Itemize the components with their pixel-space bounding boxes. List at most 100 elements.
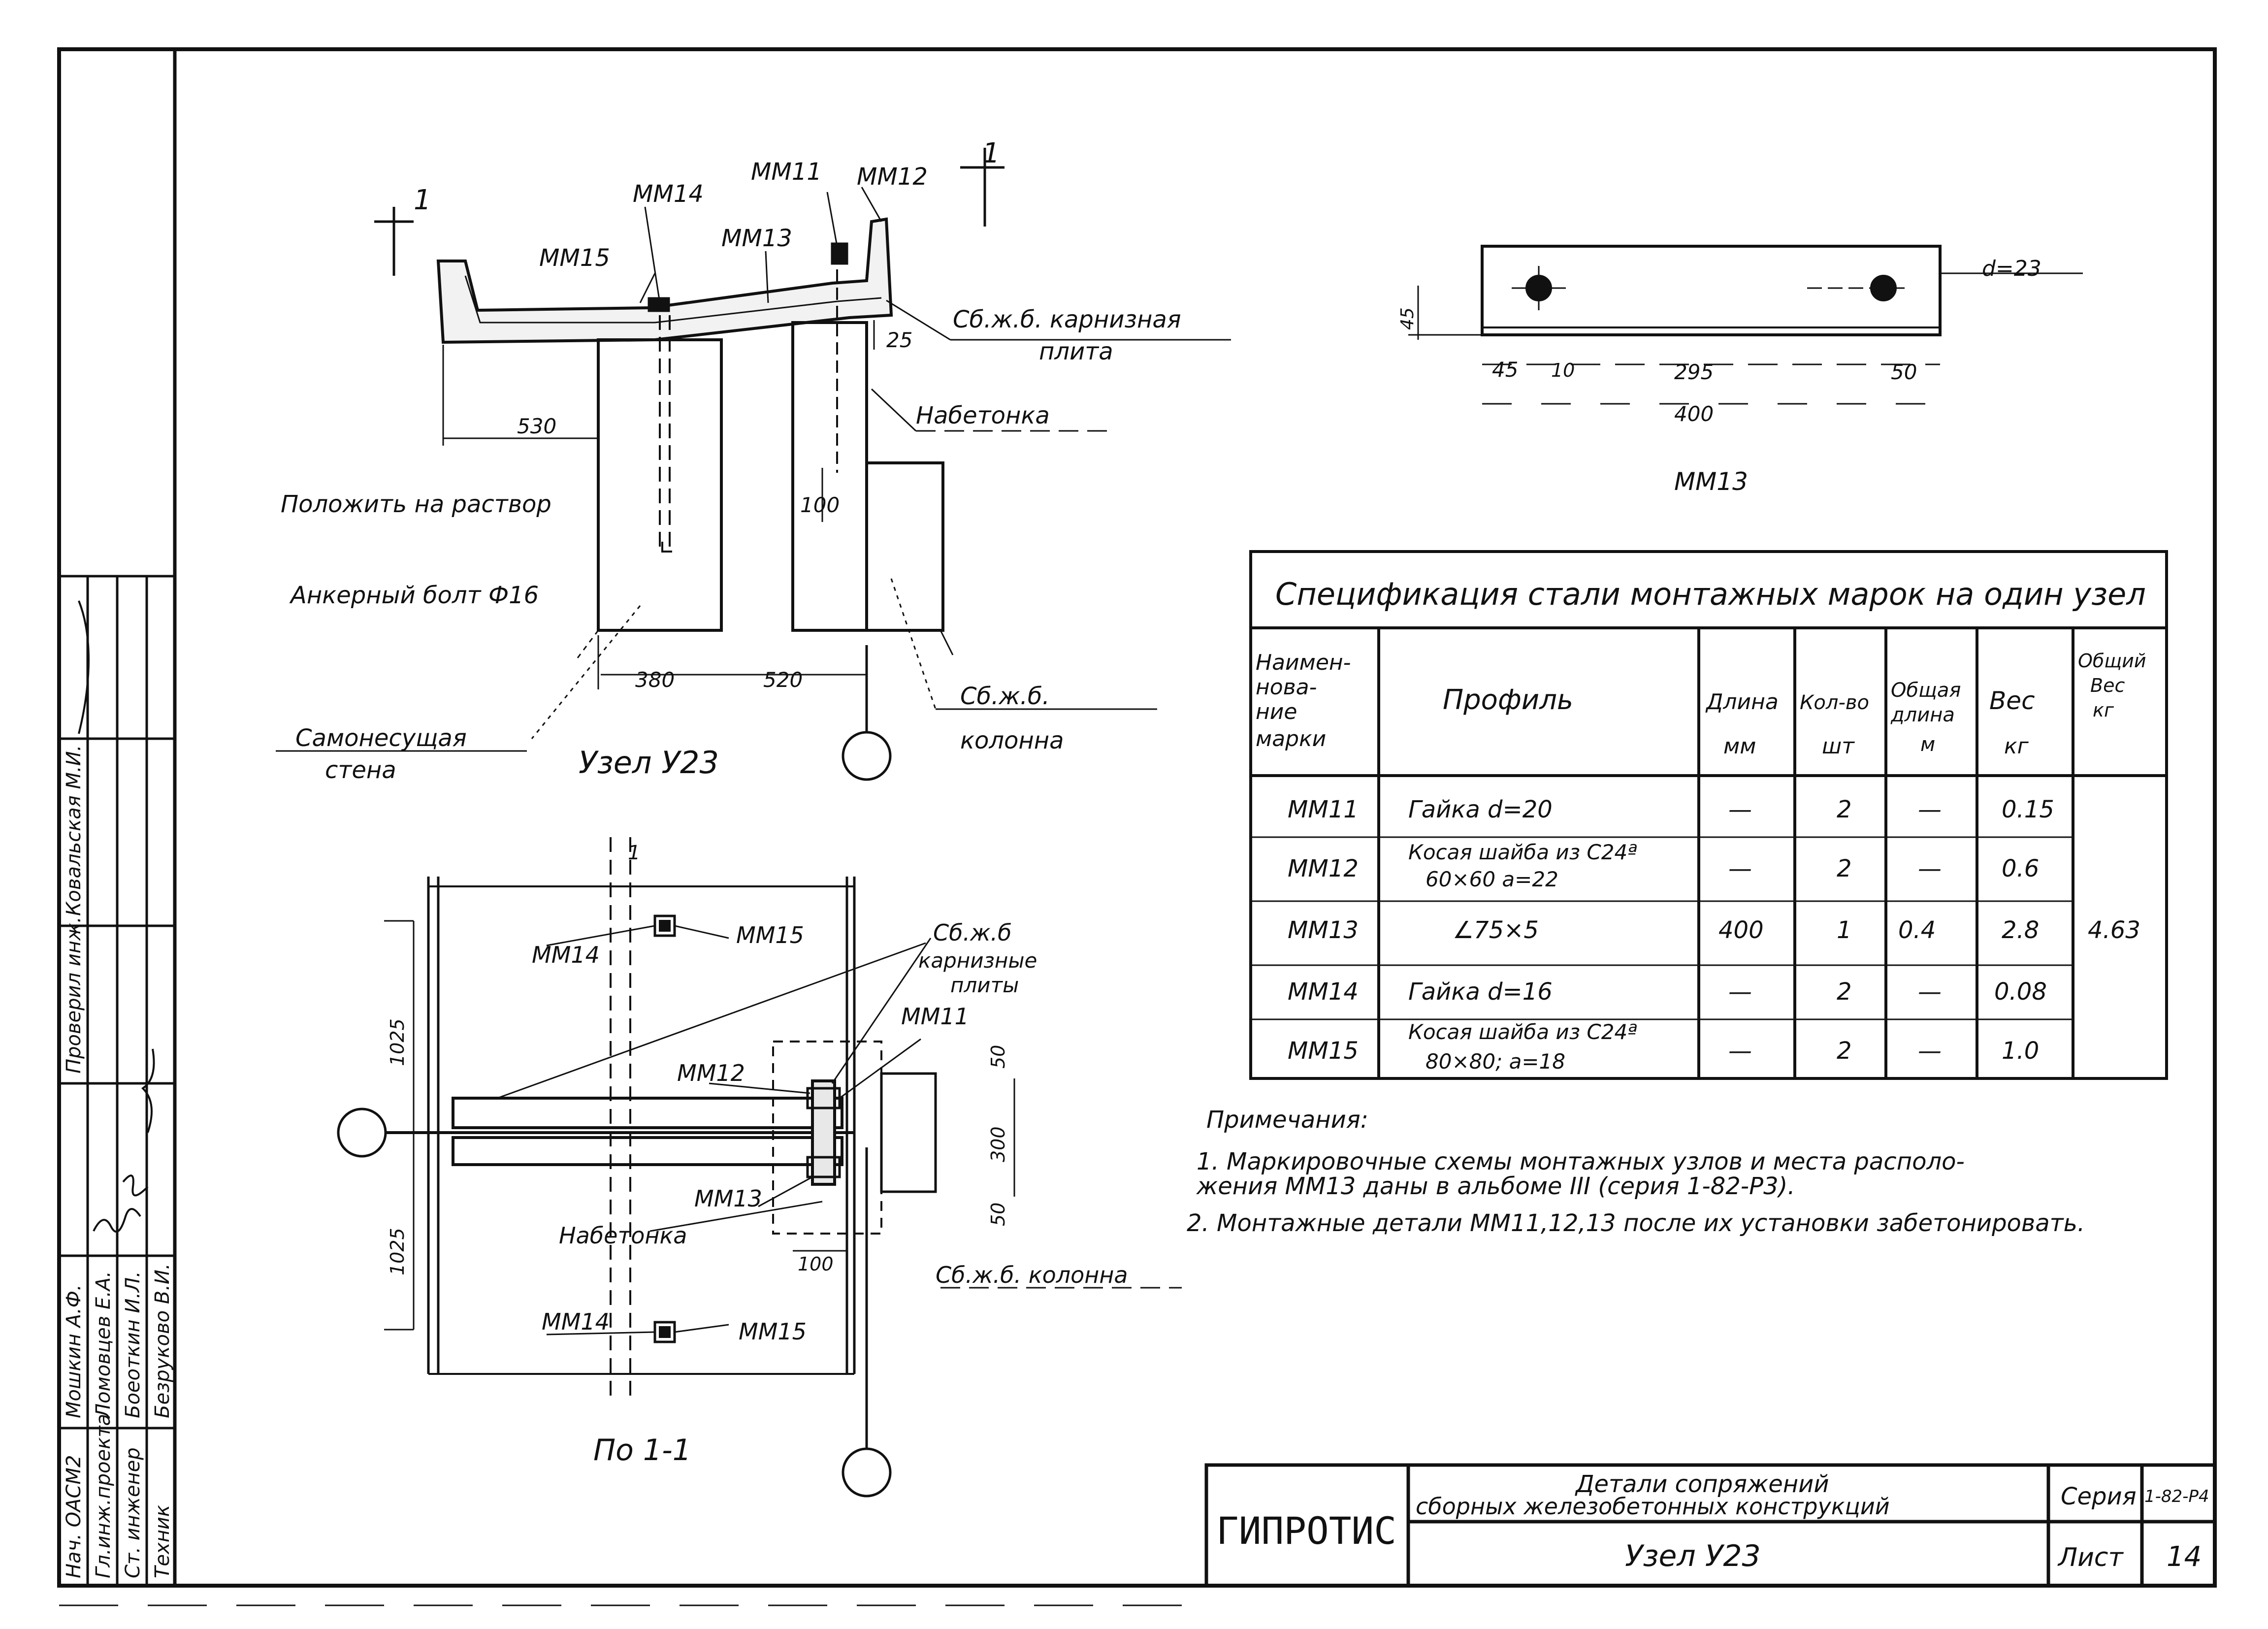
role-3: Ст. инженер	[122, 1447, 144, 1578]
detail-mm13	[1408, 245, 2083, 405]
row4-profile: Гайка d=16	[1408, 978, 1553, 1006]
plan-label-column: Сб.ж.б. колонна	[936, 1262, 1128, 1288]
row4-length: —	[1728, 978, 1752, 1006]
name-1: Мошкин А.Ф.	[63, 1284, 85, 1418]
stamp-series-value: 1-82-Р4	[2144, 1487, 2209, 1506]
spec-title: Спецификация стали монтажных марок на од…	[1275, 576, 2146, 612]
note-line-1: 1. Маркировочные схемы монтажных узлов и…	[1197, 1148, 1965, 1175]
hdr-mark-3: ние	[1256, 699, 1297, 724]
plan-mark-mm11: ММ11	[901, 1003, 969, 1030]
elev-mark-mm13: ММ13	[721, 225, 792, 252]
stamp-node: Узел У23	[1625, 1539, 1761, 1573]
detail-a45: 45	[1492, 358, 1518, 382]
hdr-total-1: Общая	[1891, 679, 1961, 702]
row3-total-len: 0.4	[1898, 916, 1936, 944]
row4-total-len: —	[1918, 978, 1942, 1006]
row5-weight: 1.0	[2002, 1037, 2039, 1065]
stamp-sheet-label: Лист	[2057, 1543, 2124, 1572]
note-line-3: 2. Монтажные детали ММ11,12,13 после их …	[1187, 1209, 2085, 1237]
row4-weight: 0.08	[1994, 978, 2047, 1006]
plan-mark-mm15-top: ММ15	[736, 922, 804, 948]
hdr-totalw-3: кг	[2093, 699, 2114, 721]
spec-headers: Наимен- нова- ние марки Профиль Длина мм…	[1256, 650, 2146, 759]
hdr-totalw-1: Общий	[2078, 650, 2146, 672]
row2-total-len: —	[1918, 855, 1942, 882]
detail-d-label: d=23	[1982, 256, 2041, 281]
plan-cut-marker: 1	[628, 842, 640, 864]
plan-label-slabs: Сб.ж.б	[933, 919, 1012, 946]
handwritten-signatures	[78, 600, 155, 1233]
elev-mark-mm15: ММ15	[539, 244, 610, 272]
row3-length: 400	[1718, 916, 1764, 944]
checked-label: Проверил инж.	[63, 916, 85, 1074]
detail-title: ММ13	[1674, 467, 1748, 496]
row5-profile-2: 80×80; a=18	[1426, 1049, 1565, 1074]
label-concrete-topping: Набетонка	[916, 402, 1050, 429]
elev-mark-mm12: ММ12	[857, 163, 928, 191]
elev-dim-520: 520	[763, 668, 803, 692]
hdr-total-2: длина	[1890, 704, 1955, 726]
sheet-frame	[57, 47, 2217, 1588]
plan-dim-100: 100	[798, 1253, 834, 1275]
plan-mark-mm14-top: ММ14	[532, 942, 600, 968]
plan-label-concrete: Набетонка	[559, 1222, 687, 1249]
plan-dim-50-bot: 50	[987, 1203, 1009, 1226]
plan-label-slabs-3: плиты	[950, 973, 1019, 997]
hdr-length-1: Длина	[1705, 689, 1779, 715]
name-2: Ломовцев Е.А.	[92, 1271, 115, 1419]
row2-mark: ММ12	[1288, 855, 1359, 882]
name-4: Безруково В.И.	[151, 1263, 174, 1418]
hdr-totalw-2: Вес	[2090, 675, 2125, 696]
row1-total-len: —	[1918, 796, 1942, 823]
label-mortar: Положить на раствор	[281, 490, 551, 518]
role-1: Нач. ОАСМ2	[63, 1455, 85, 1578]
label-wall: Самонесущая	[295, 724, 467, 752]
elevation-view	[276, 148, 1231, 781]
row1-length: —	[1728, 796, 1752, 823]
detail-a400: 400	[1674, 402, 1714, 426]
hdr-qty-1: Кол-во	[1800, 691, 1869, 714]
spec-table: Спецификация стали монтажных марок на од…	[1249, 550, 2168, 1080]
elev-dim-25: 25	[886, 328, 912, 352]
stamp-title-2: сборных железобетонных конструкций	[1416, 1493, 1890, 1520]
elev-mark-mm11: ММ11	[751, 158, 822, 186]
elevation-labels: 1 1 ММ14 ММ15 ММ13 ММ11 ММ12 25 530 100 …	[281, 137, 1181, 784]
row5-mark: ММ15	[1288, 1037, 1359, 1065]
label-wall-2: стена	[325, 756, 396, 784]
note-line-2: жения ММ13 даны в альбоме III (серия 1-8…	[1196, 1173, 1795, 1200]
row5-length: —	[1728, 1037, 1752, 1065]
label-column: Сб.ж.б.	[960, 683, 1050, 710]
row3-qty: 1	[1837, 916, 1852, 944]
plan-dim-1025-bot: 1025	[387, 1228, 408, 1275]
elev-dim-100: 100	[800, 493, 840, 517]
row4-mark: ММ14	[1288, 978, 1359, 1006]
drawing-title: Узел У23	[579, 745, 719, 781]
detail-a50: 50	[1891, 360, 1917, 384]
plan-label-slabs-2: карнизные	[918, 948, 1037, 973]
row1-mark: ММ11	[1288, 796, 1359, 823]
plan-mark-mm15-bot: ММ15	[739, 1318, 807, 1345]
detail-h45: 45	[1397, 307, 1418, 330]
title-block: ГИПРОТИС Детали сопряжений сборных желез…	[1204, 1463, 2217, 1588]
detail-a10: 10	[1551, 359, 1575, 381]
row3-mark: ММ13	[1288, 916, 1359, 944]
plan-labels: ММ14 ММ15 ММ11 ММ12 ММ13 ММ14 ММ15 1025 …	[387, 842, 1128, 1467]
elev-cut-right: 1	[982, 137, 1000, 169]
row2-profile-2: 60×60 a=22	[1426, 867, 1558, 891]
row2-length: —	[1728, 855, 1752, 882]
stamp-series-label: Серия	[2061, 1483, 2137, 1510]
row3-weight: 2.8	[2002, 916, 2039, 944]
hdr-total-3: м	[1920, 733, 1935, 756]
hdr-weight-2: кг	[2004, 734, 2029, 759]
signature-strip: Нач. ОАСМ2 Гл.инж.проекта Ст. инженер Те…	[59, 575, 175, 1586]
checked-name: Ковальская М.И.	[63, 745, 85, 916]
row1-weight: 0.15	[2002, 796, 2054, 823]
plan-mark-mm14-bot: ММ14	[542, 1308, 610, 1335]
plan-mark-mm13: ММ13	[694, 1185, 762, 1212]
role-4: Техник	[151, 1505, 174, 1578]
stamp-title-1: Детали сопряжений	[1575, 1470, 1829, 1498]
hdr-mark-2: нова-	[1256, 675, 1317, 700]
hdr-mark-4: марки	[1256, 726, 1326, 751]
hdr-mark-1: Наимен-	[1256, 650, 1351, 675]
